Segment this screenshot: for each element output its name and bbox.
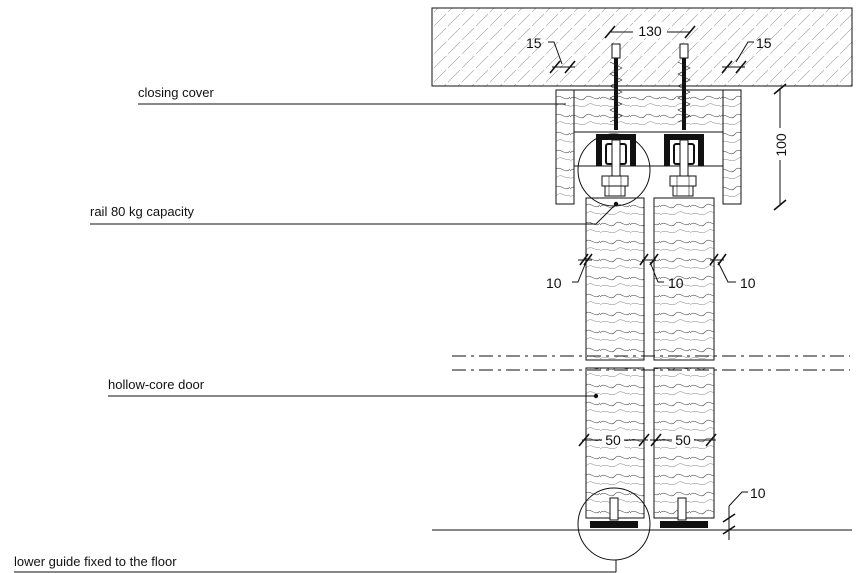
svg-text:rail 80 kg capacity: rail 80 kg capacity — [90, 204, 195, 219]
label-closing-cover: closing cover — [138, 85, 566, 105]
dim-10-gap-3: 10 — [709, 253, 756, 291]
svg-text:15: 15 — [526, 35, 542, 51]
door-leaf-1 — [585, 197, 645, 519]
closing-cover-left — [555, 89, 575, 205]
svg-text:50: 50 — [605, 432, 621, 448]
lower-guides — [590, 497, 708, 528]
label-guide: lower guide fixed to the floor — [14, 554, 617, 573]
hanger-nuts — [601, 175, 697, 197]
dim-130: 130 — [604, 22, 696, 39]
label-door: hollow-core door — [108, 377, 599, 399]
closing-cover-right — [722, 89, 742, 205]
rail-profiles — [596, 134, 704, 177]
dim-10-floor: 10 — [722, 485, 766, 540]
anchor-bolts — [609, 43, 691, 130]
dim-10-gap-1: 10 — [546, 253, 593, 291]
svg-text:10: 10 — [750, 485, 766, 501]
dim-10-gap-2: 10 — [639, 253, 684, 291]
break-line — [452, 355, 850, 371]
svg-text:10: 10 — [740, 275, 756, 291]
svg-text:50: 50 — [675, 432, 691, 448]
svg-text:10: 10 — [668, 275, 684, 291]
svg-text:closing cover: closing cover — [138, 85, 215, 100]
guide-detail-circle — [577, 487, 651, 561]
dim-100: 100 — [772, 83, 789, 211]
dim-50-door-2: 50 — [650, 431, 717, 448]
svg-text:hollow-core door: hollow-core door — [108, 377, 205, 392]
svg-text:15: 15 — [756, 35, 772, 51]
label-rail: rail 80 kg capacity — [90, 201, 619, 225]
dim-15-right: 15 — [721, 35, 772, 74]
svg-text:10: 10 — [546, 275, 562, 291]
svg-text:130: 130 — [638, 23, 662, 39]
svg-text:lower guide fixed to the floor: lower guide fixed to the floor — [14, 554, 177, 569]
dim-50-door-1: 50 — [578, 431, 650, 448]
dim-15-left: 15 — [526, 35, 576, 74]
svg-text:100: 100 — [773, 133, 789, 157]
ceiling-slab — [431, 7, 853, 87]
door-leaf-2 — [653, 197, 715, 519]
